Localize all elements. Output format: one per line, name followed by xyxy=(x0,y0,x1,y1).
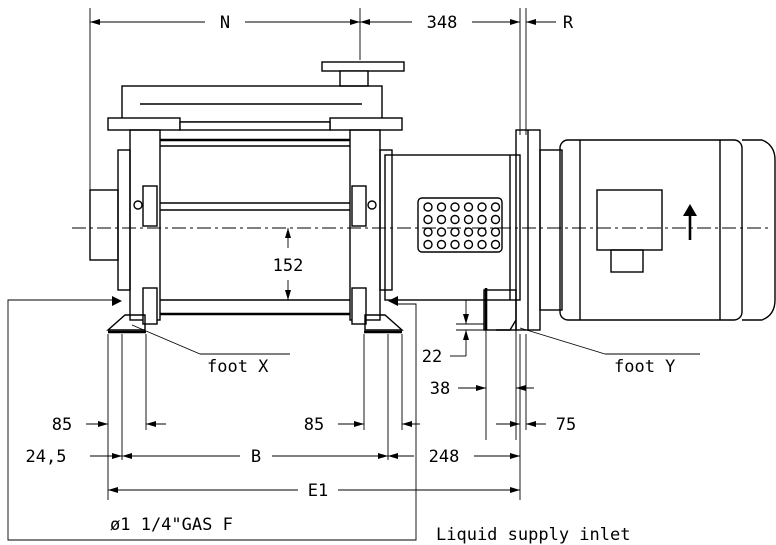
foot-y-callout: foot Y xyxy=(519,327,700,377)
dimension-348-label: 348 xyxy=(427,13,458,33)
vent-hole xyxy=(477,202,487,212)
dimension-22: 22 xyxy=(422,300,484,367)
dimension-85-left: 85 xyxy=(52,415,166,435)
vent-hole xyxy=(463,202,474,212)
dimension-38: 38 xyxy=(430,330,534,440)
foot-x-callout: foot X xyxy=(131,324,290,377)
dimension-152-label: 152 xyxy=(273,256,304,276)
vent-hole xyxy=(423,239,433,250)
vent-hole xyxy=(436,227,447,237)
vent-grid xyxy=(417,197,503,253)
dimension-85-mid-label: 85 xyxy=(304,415,324,435)
dimension-b-label: B xyxy=(251,447,261,467)
vent-hole xyxy=(436,239,447,250)
vent-hole xyxy=(423,214,433,225)
bottom-extension-lines xyxy=(107,334,527,500)
motor xyxy=(384,129,776,331)
dimension-n: N xyxy=(90,13,360,33)
dimension-75-label: 75 xyxy=(556,415,576,435)
vent-hole xyxy=(463,214,474,225)
gas-connection-label: ø1 1/4"GAS F xyxy=(110,515,233,535)
vent-hole xyxy=(477,239,487,250)
dimension-22-label: 22 xyxy=(422,347,442,367)
vent-hole xyxy=(450,227,460,237)
dimension-r: R xyxy=(500,13,574,33)
dimension-24-5: 24,5 xyxy=(26,447,122,467)
dimension-75: 75 xyxy=(496,415,576,435)
vent-hole xyxy=(463,239,474,250)
dimension-38-label: 38 xyxy=(430,379,450,399)
vent-hole xyxy=(477,227,487,237)
vent-hole xyxy=(423,227,433,237)
dimension-b: B xyxy=(122,447,388,467)
pump-body xyxy=(89,61,405,334)
dimension-248-label: 248 xyxy=(429,447,460,467)
liquid-supply-inlet-label: Liquid supply inlet xyxy=(436,525,630,545)
vent-hole xyxy=(463,227,474,237)
foot-x-label: foot X xyxy=(207,357,269,377)
dimension-348: 348 xyxy=(360,13,520,33)
vent-hole xyxy=(490,227,501,237)
dimension-85-mid: 85 xyxy=(304,415,420,435)
vent-hole xyxy=(423,202,433,212)
vent-hole xyxy=(490,239,501,250)
vent-hole xyxy=(477,214,487,225)
gas-connection-leader: ø1 1/4"GAS F xyxy=(7,299,417,541)
vent-hole xyxy=(490,214,501,225)
dimension-n-label: N xyxy=(220,13,230,33)
dimension-85-left-label: 85 xyxy=(52,415,72,435)
vent-hole xyxy=(436,214,447,225)
dimension-e1-label: E1 xyxy=(308,481,328,501)
vent-hole xyxy=(450,202,460,212)
dimension-248: 248 xyxy=(388,447,520,467)
dimension-24-5-label: 24,5 xyxy=(26,447,67,467)
dimension-152: 152 xyxy=(273,228,304,300)
dimension-e1: E1 xyxy=(108,481,520,501)
vent-hole xyxy=(436,202,447,212)
dimension-r-label: R xyxy=(563,13,574,33)
vent-hole xyxy=(490,202,501,212)
vent-hole xyxy=(450,214,460,225)
vent-hole xyxy=(450,239,460,250)
foot-y-label: foot Y xyxy=(614,357,675,377)
